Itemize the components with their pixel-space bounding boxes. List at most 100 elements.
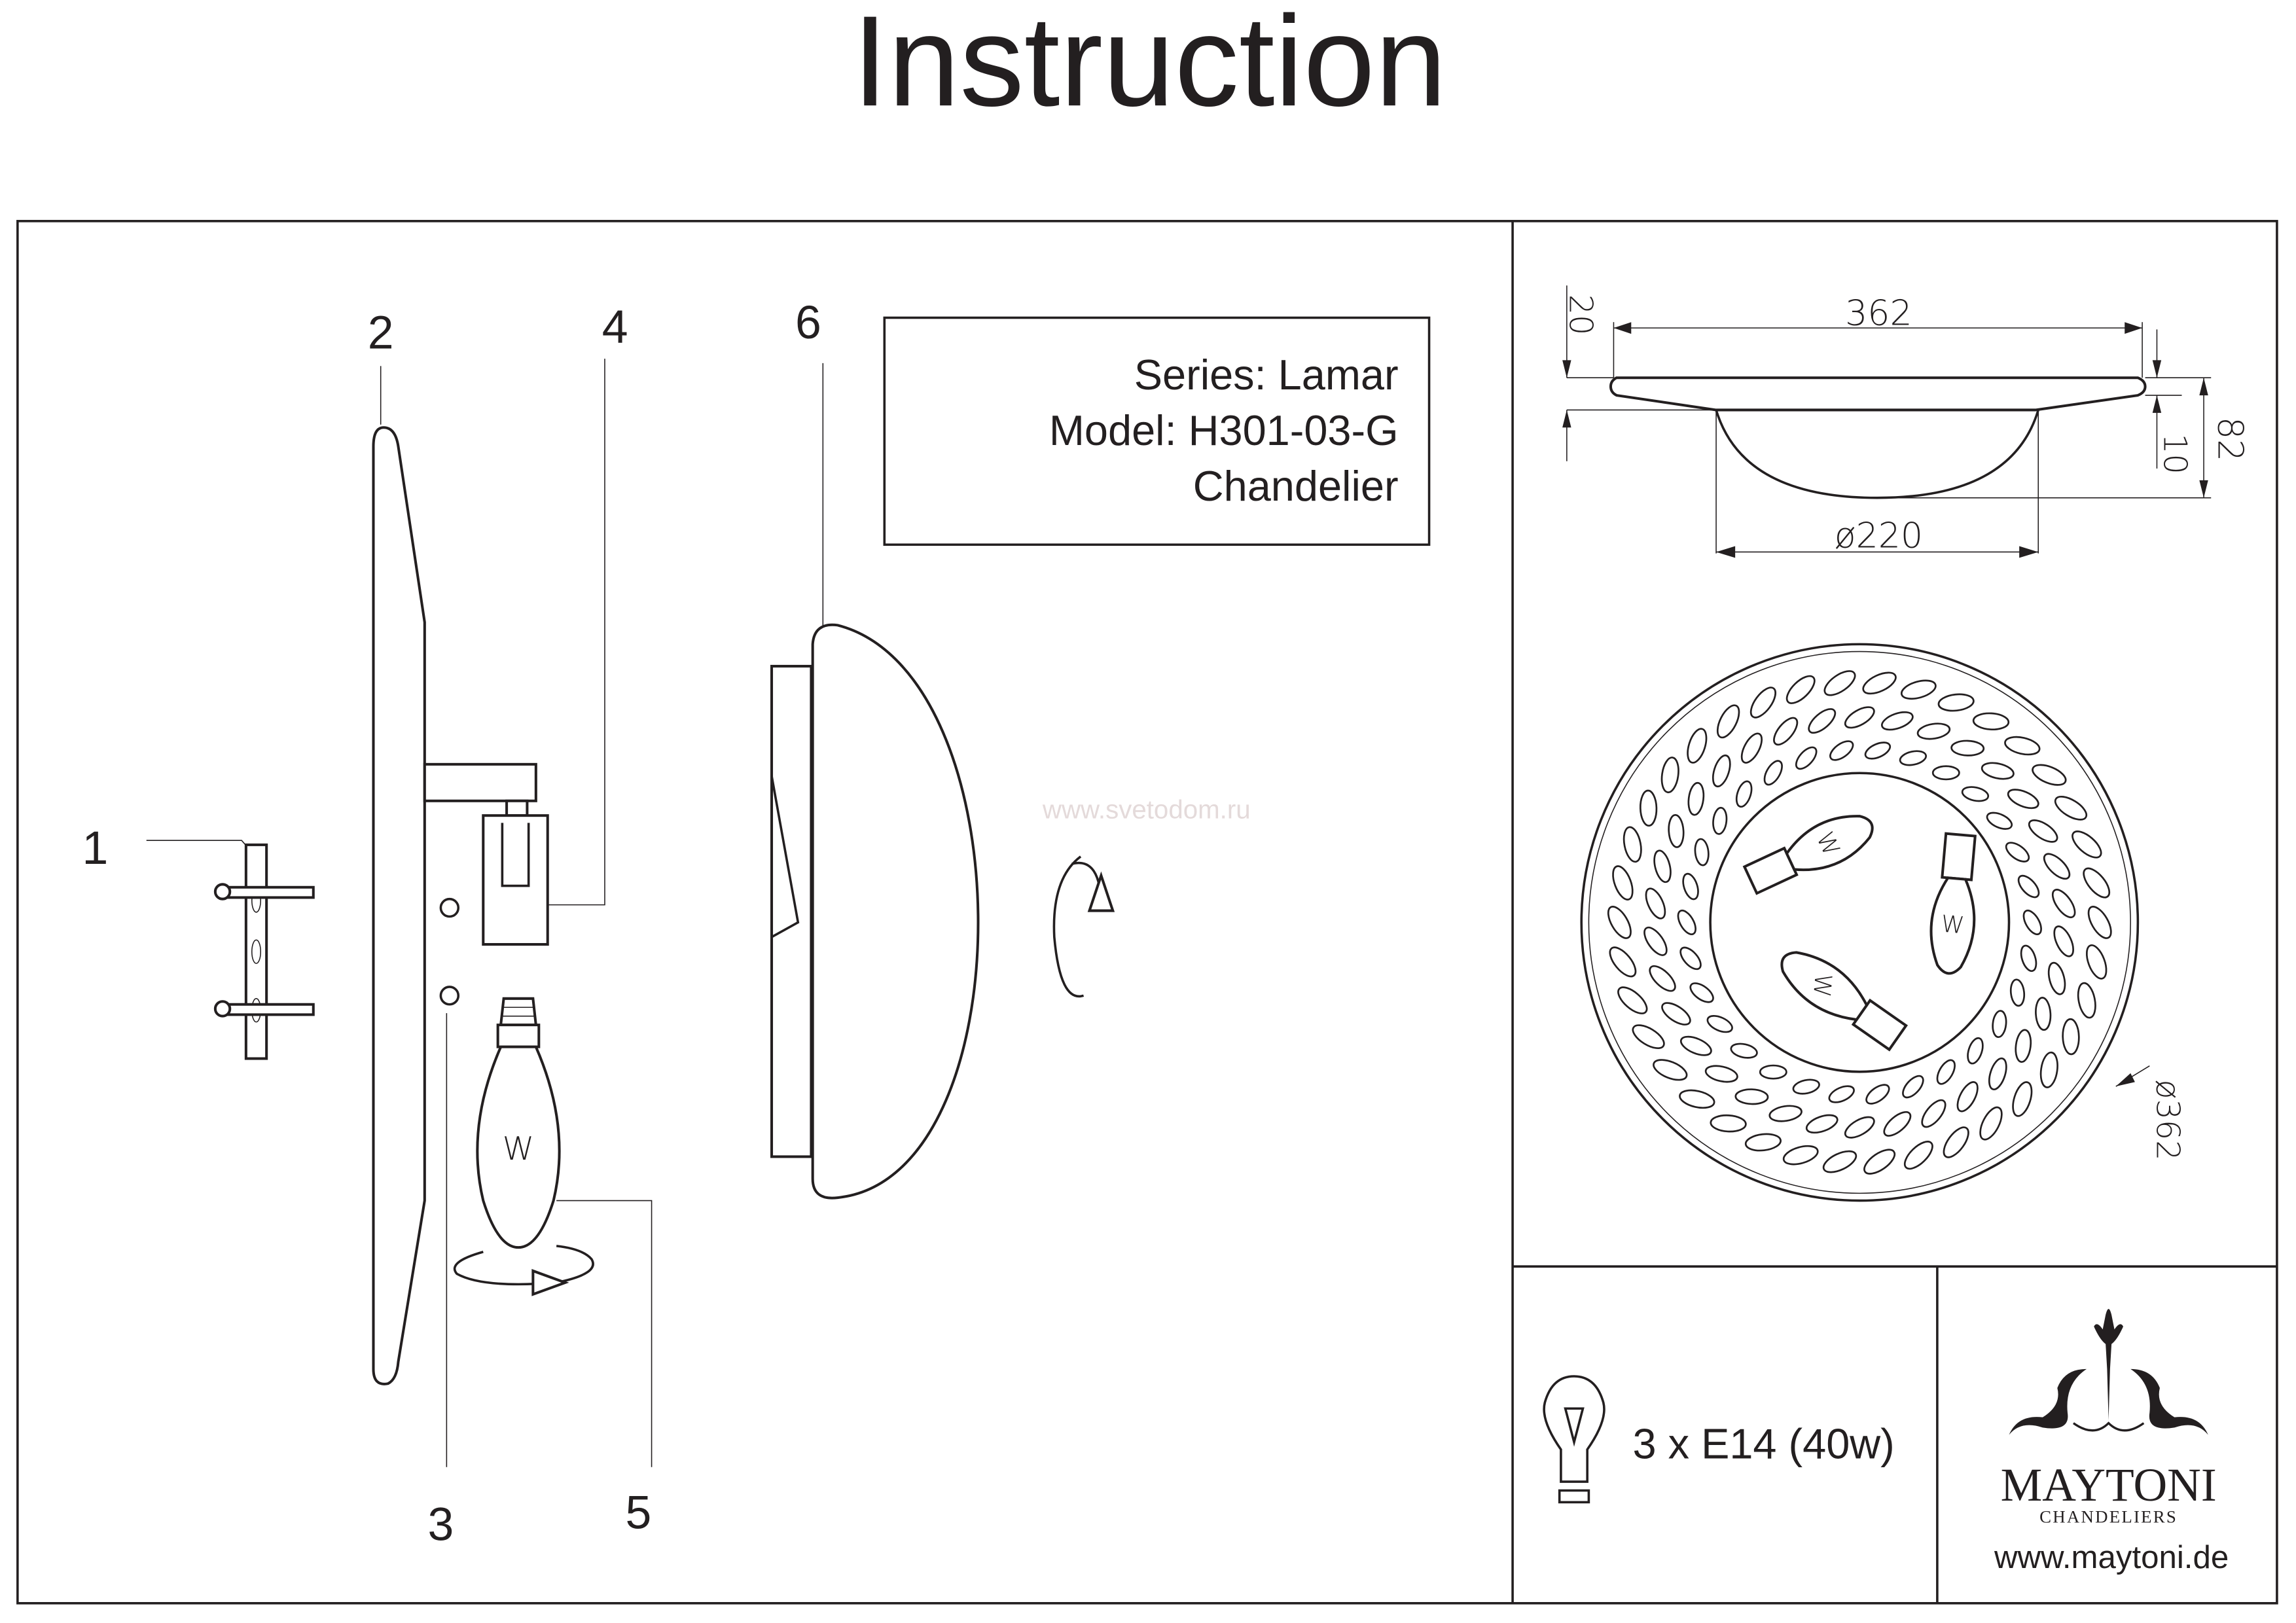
leaf-mark [1759, 1064, 1787, 1080]
leaf-mark [1607, 906, 1632, 939]
brand-url[interactable]: www.maytoni.de [1994, 1539, 2229, 1575]
leaf-mark [1617, 986, 1648, 1014]
leaf-mark [1863, 1149, 1896, 1175]
model-text: Model: H301-03-G [1049, 406, 1399, 454]
top-bulb-1: W [1742, 815, 1874, 895]
dim-plate-height: 20 [1562, 294, 1600, 336]
leaf-mark [1828, 1085, 1855, 1103]
leaf-mark [1795, 746, 1818, 770]
leaf-mark [1916, 722, 1951, 740]
ceiling-plate [372, 366, 426, 1385]
page-title: Instruction [852, 0, 1446, 133]
leaf-mark [1735, 780, 1753, 808]
leaf-mark [1682, 872, 1699, 901]
leaf-mark [1992, 1010, 2007, 1039]
leaf-mark [1712, 754, 1731, 788]
leaf-mark [1937, 693, 1975, 712]
leaf-mark [1653, 849, 1672, 883]
leaf-mark [1881, 711, 1914, 731]
outer-frame [16, 220, 2278, 1605]
leaf-mark [1609, 946, 1637, 978]
leaf-mark [1902, 1075, 1924, 1099]
leaf-mark [1687, 728, 1708, 764]
leaf-mark [1740, 732, 1763, 764]
leaf-mark [1956, 1081, 1979, 1113]
leaf-mark [2007, 789, 2039, 810]
leaf-mark [1936, 1059, 1956, 1085]
leaf-mark [2039, 1051, 2058, 1088]
leaf-mark [1768, 1105, 1803, 1122]
svg-text:W: W [1940, 911, 1965, 940]
part-label-2: 2 [368, 306, 394, 359]
leaf-mark [2009, 978, 2026, 1007]
leaf-mark [1645, 887, 1666, 919]
side-dimension-drawing: 362 ø220 20 10 82 [1562, 285, 2251, 558]
leaf-mark [2035, 997, 2052, 1031]
leaf-mark [2015, 1029, 2032, 1063]
leaf-mark [2004, 736, 2041, 756]
light-bulb-icon [1543, 1375, 1605, 1504]
leaf-mark [1981, 762, 2015, 780]
leaf-mark [2053, 925, 2074, 957]
leaf-mark [1706, 1014, 1733, 1033]
leaf-mark [2020, 944, 2037, 972]
leaf-mark [1950, 740, 1985, 757]
leaf-mark [1623, 826, 1642, 863]
leaf-mark [2083, 867, 2111, 899]
mounting-bracket [146, 840, 315, 1060]
leaf-mark [1710, 1114, 1747, 1133]
leaf-mark [1677, 909, 1696, 935]
dim-shade-diameter: ø220 [1835, 515, 1923, 556]
leaf-mark [1844, 1116, 1875, 1139]
leaf-mark [2005, 842, 2030, 863]
leaf-mark [1972, 712, 2010, 731]
leaf-mark [2085, 944, 2108, 980]
leaf-mark [1689, 982, 1714, 1003]
leaf-mark [2047, 961, 2066, 995]
leaf-mark [1694, 838, 1710, 866]
leaf-mark [1712, 806, 1728, 835]
leaf-mark [2054, 795, 2088, 821]
leaf-mark [1785, 675, 1816, 704]
leaf-mark [2077, 982, 2096, 1019]
leaf-mark [1979, 1106, 2003, 1141]
brand-tagline: CHANDELIERS [2039, 1507, 2178, 1527]
leaf-mark [1679, 946, 1702, 971]
svg-text:W: W [1808, 972, 1837, 998]
leaf-mark [1661, 1002, 1691, 1026]
screw-holes [439, 897, 460, 1467]
lampholder [423, 359, 605, 946]
watermark: www.svetodom.ru [1042, 795, 1251, 825]
leaf-mark [1822, 1150, 1857, 1173]
brand-logo: MAYTONI CHANDELIERS www.maytoni.de [1994, 1309, 2229, 1575]
top-bulb-2: W [1929, 832, 1977, 975]
top-bulb-3: W [1780, 951, 1909, 1052]
leaf-mark [2028, 819, 2058, 843]
leaf-mark [1967, 1037, 1984, 1065]
dim-height: 82 [2210, 417, 2251, 461]
rotate-arrow-icon [453, 1245, 594, 1286]
leaf-mark [1660, 757, 1679, 794]
leaf-mark [2062, 1018, 2080, 1056]
leaf-mark [1744, 1133, 1782, 1152]
dim-top-diameter: ø362 [2149, 1079, 2187, 1160]
leaf-mark [1749, 687, 1776, 719]
leaf-mark [1773, 717, 1799, 746]
leaf-mark [1829, 740, 1854, 761]
leaf-mark [1653, 1059, 1688, 1081]
leaf-mark [1632, 1024, 1665, 1049]
info-box: Series: Lamar Model: H301-03-G Chandelie… [883, 316, 1431, 546]
leaf-mark [1668, 813, 1685, 848]
part-label-6: 6 [795, 296, 821, 349]
leaf-mark [1844, 706, 1875, 729]
brand-name: MAYTONI [2001, 1459, 2217, 1511]
leaf-mark [2072, 830, 2102, 859]
leaf-mark [1931, 765, 1960, 781]
leaf-mark [1864, 741, 1892, 760]
leaf-mark [1687, 781, 1705, 816]
leaf-pattern [1607, 670, 2112, 1175]
leaf-mark [1903, 1141, 1933, 1170]
leaf-mark [1730, 1043, 1758, 1059]
leaf-mark [2051, 889, 2076, 919]
